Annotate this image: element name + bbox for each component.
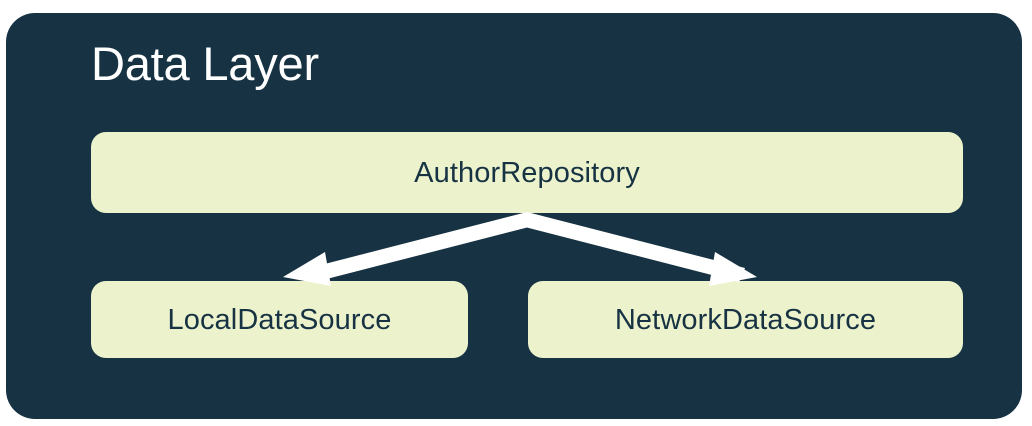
node-local-data-source[interactable]: LocalDataSource — [91, 281, 468, 358]
page-title: Data Layer — [91, 37, 319, 90]
node-label-network-data-source: NetworkDataSource — [614, 303, 877, 336]
node-label-local-data-source: LocalDataSource — [167, 303, 392, 336]
node-author-repository[interactable]: AuthorRepository — [91, 132, 963, 213]
node-network-data-source[interactable]: NetworkDataSource — [528, 281, 963, 358]
node-label-author-repository: AuthorRepository — [414, 156, 640, 189]
